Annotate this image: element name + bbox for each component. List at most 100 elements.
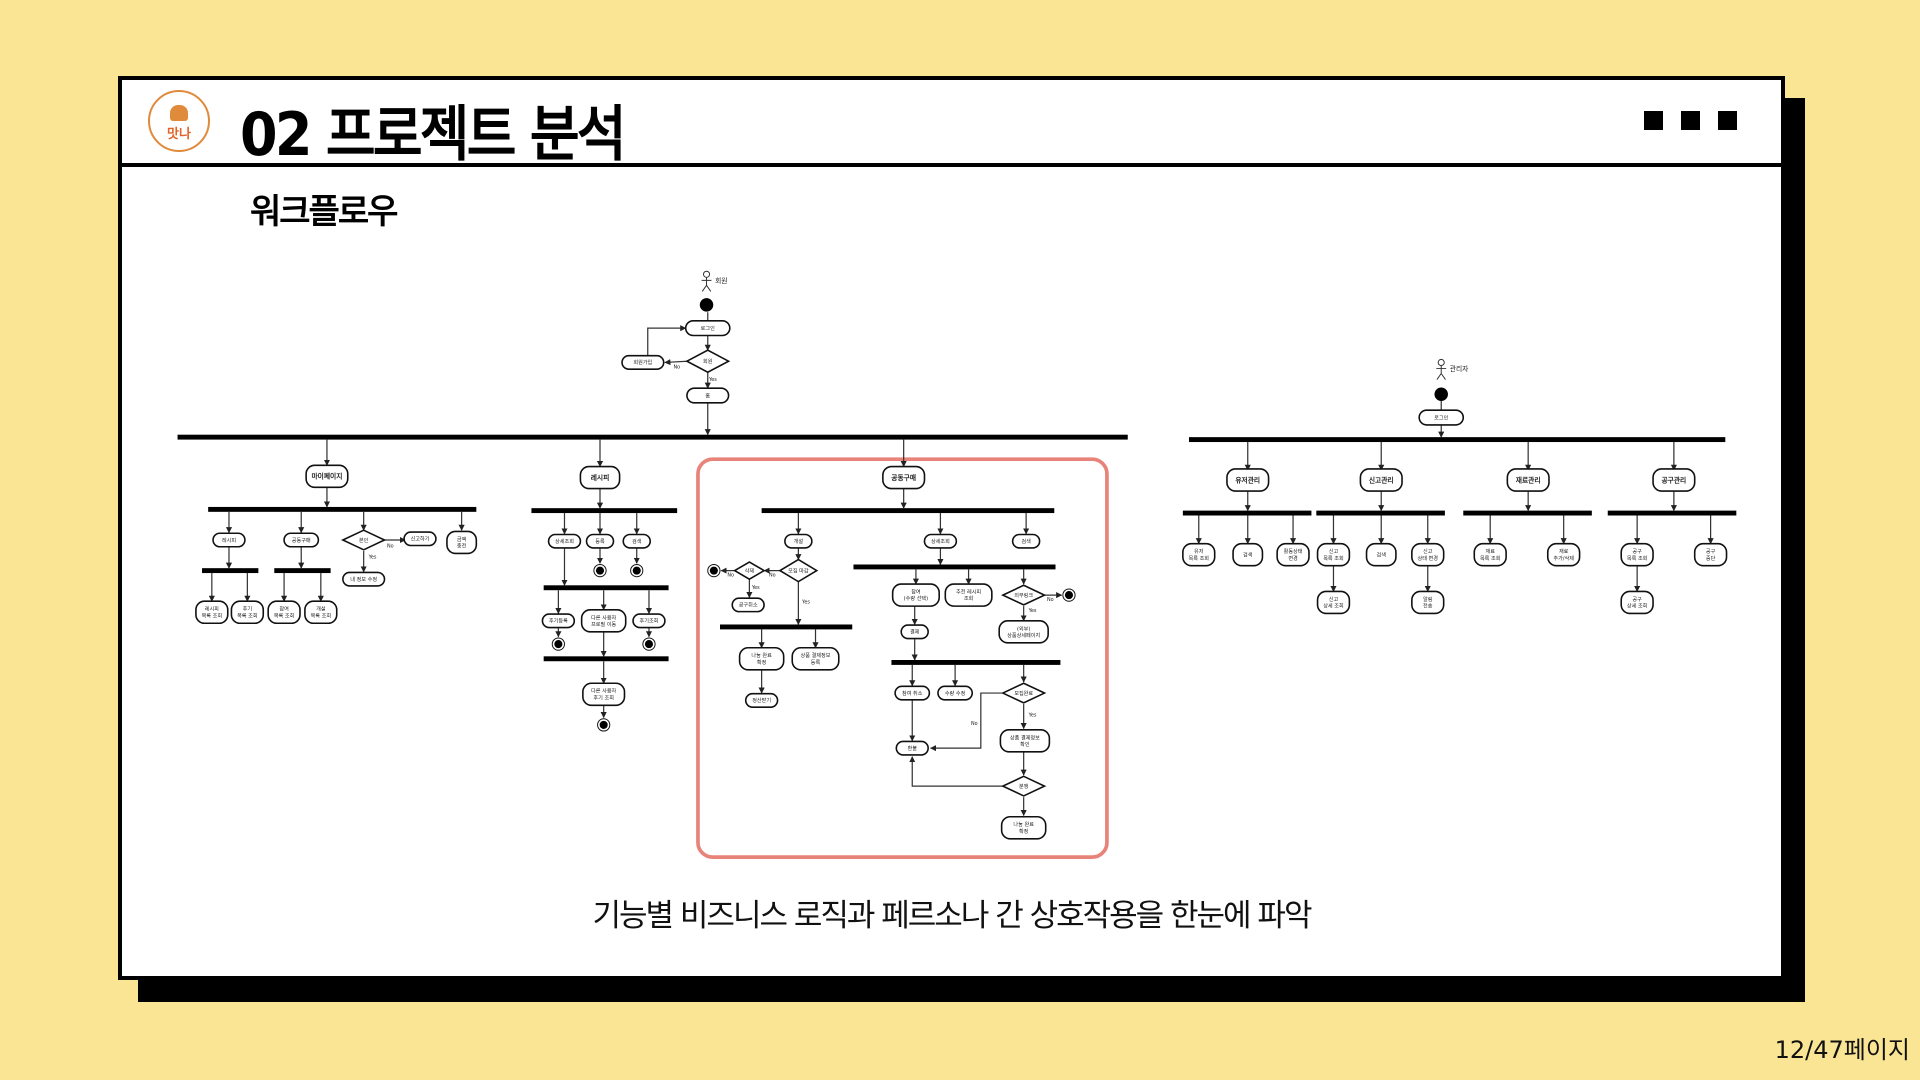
slide: 맛나 02 프로젝트 분석 워크플로우 기능별 비즈니스 로직과 페르소나 간 …	[118, 76, 1785, 980]
node-label-line: 상품상세페이지	[1007, 631, 1040, 639]
node-label-line: 상세조회	[931, 537, 950, 545]
node-label-line: 검색	[1377, 550, 1387, 558]
flow-label-yes: Yes	[1028, 712, 1037, 718]
node-mp-report-label: 신고하기	[411, 535, 430, 543]
fork-bar	[208, 506, 477, 512]
node-mp-gp-shape	[283, 532, 320, 548]
node-g-open-shape	[784, 533, 813, 549]
node-mp-join-list-shape	[267, 600, 301, 625]
node-label-line: 신고하기	[411, 535, 430, 543]
node-m-home-label: 홈	[705, 391, 710, 399]
caption: 기능별 비즈니스 로직과 페르소나 간 상호작용을 한눈에 파악	[592, 898, 1313, 934]
actor-icon	[1437, 358, 1445, 366]
node-label-line: 회원가입	[633, 358, 652, 366]
node-r-reg-label: 등록	[595, 538, 605, 545]
node-label-line: 유저관리	[1235, 475, 1260, 484]
node-r-rv-view-label: 후기조회	[640, 617, 659, 625]
node-label-line: 본인	[359, 537, 369, 544]
actor-icon-body	[1436, 365, 1447, 380]
node-g-recruit-done-label: 모집완료	[1014, 689, 1033, 697]
node-g-settle-label: 정산받기	[752, 696, 771, 704]
node-r-rv-reg-label: 후기등록	[549, 617, 568, 625]
end-node-core	[1064, 591, 1074, 600]
node-label-line: 검색	[632, 537, 642, 545]
node-r-profile-shape	[580, 609, 627, 633]
node-g-delete-decision	[733, 561, 766, 581]
end-node-core	[709, 566, 718, 575]
flow-label-no: No	[769, 573, 776, 579]
node-g-recruit-done-decision	[1000, 682, 1047, 704]
node-g-cancel-label: 공구취소	[739, 601, 758, 609]
node-label-line: 후기 조회	[593, 693, 614, 701]
node-label-line: 신고	[1329, 595, 1339, 603]
end-node-core	[632, 566, 641, 575]
fork-bar	[761, 508, 1055, 514]
node-label-line: 알림	[1423, 595, 1433, 603]
node-label-line: 중단	[1706, 554, 1716, 562]
node-label-line: 후기	[243, 605, 253, 613]
node-label-line: 등록	[811, 659, 821, 666]
node-label-line: 신고관리	[1369, 475, 1394, 484]
fork-bar	[1182, 510, 1312, 516]
node-g-open-label: 개설	[794, 537, 804, 545]
node-mypage-shape	[305, 464, 349, 489]
node-g-ext-page-shape	[998, 620, 1049, 644]
fork-bar	[1316, 510, 1445, 516]
node-label-line: 개설	[794, 537, 804, 545]
node-g-pay-shape	[900, 624, 929, 640]
node-g-share-done2-shape	[1000, 815, 1047, 840]
flow-label-no: No	[1047, 597, 1054, 603]
fork-bar	[543, 656, 669, 662]
node-g-join-label: 참여(수량 선택)	[904, 588, 929, 603]
node-g-dispute-decision	[1000, 775, 1047, 797]
node-label-line: 충전	[457, 542, 467, 550]
node-label-line: 공구취소	[739, 601, 758, 609]
node-g-qty-shape	[937, 685, 974, 701]
fork-bar	[1188, 437, 1726, 443]
node-label-line: 수량 수정	[945, 690, 966, 697]
node-a-rep-search-shape	[1365, 542, 1397, 567]
node-g-search-shape	[1011, 533, 1041, 549]
fork-bar	[531, 508, 678, 514]
node-m-signup-label: 회원가입	[633, 358, 652, 366]
actor-label-admin: 관리자	[1450, 364, 1469, 373]
node-a-ingr-list-shape	[1473, 542, 1507, 567]
fork-bar	[202, 568, 259, 574]
node-g-ext-page-label: (외부)상품상세페이지	[1007, 625, 1040, 639]
node-a-gp-detail-shape	[1620, 590, 1654, 615]
node-g-rec-shape	[944, 583, 993, 607]
actor-label-member: 회원	[715, 276, 727, 285]
node-a-report-label: 신고관리	[1369, 475, 1394, 484]
group-purchase-highlight-box	[696, 457, 1109, 859]
node-label-line: 확정	[1019, 827, 1029, 835]
node-label-line: 상태 변경	[1418, 554, 1439, 562]
node-a-gp-shape	[1652, 468, 1696, 492]
node-label-line: 환불	[908, 744, 918, 752]
node-label-line: 상세 조회	[1323, 602, 1344, 610]
node-r-detail-shape	[547, 533, 582, 549]
node-g-deadline-decision	[778, 558, 819, 583]
node-label-line: 정산받기	[752, 696, 771, 704]
node-label-line: 레시피	[222, 536, 236, 544]
node-mp-open-list-shape	[304, 600, 338, 625]
node-label-line: 레시피	[591, 473, 610, 482]
page-title: 02 프로젝트 분석	[240, 100, 627, 170]
matna-logo: 맛나	[148, 90, 210, 152]
flow-label-no: No	[673, 365, 680, 371]
node-m-member-decision	[685, 349, 731, 374]
square-icon	[1644, 111, 1663, 130]
node-mp-self-decision	[340, 529, 387, 551]
node-r-search-shape	[622, 533, 652, 549]
node-label-line: (외부)	[1017, 625, 1030, 632]
fork-bar	[543, 585, 669, 591]
node-m-home-shape	[686, 387, 730, 404]
node-label-line: 나눔 완료	[751, 651, 772, 659]
